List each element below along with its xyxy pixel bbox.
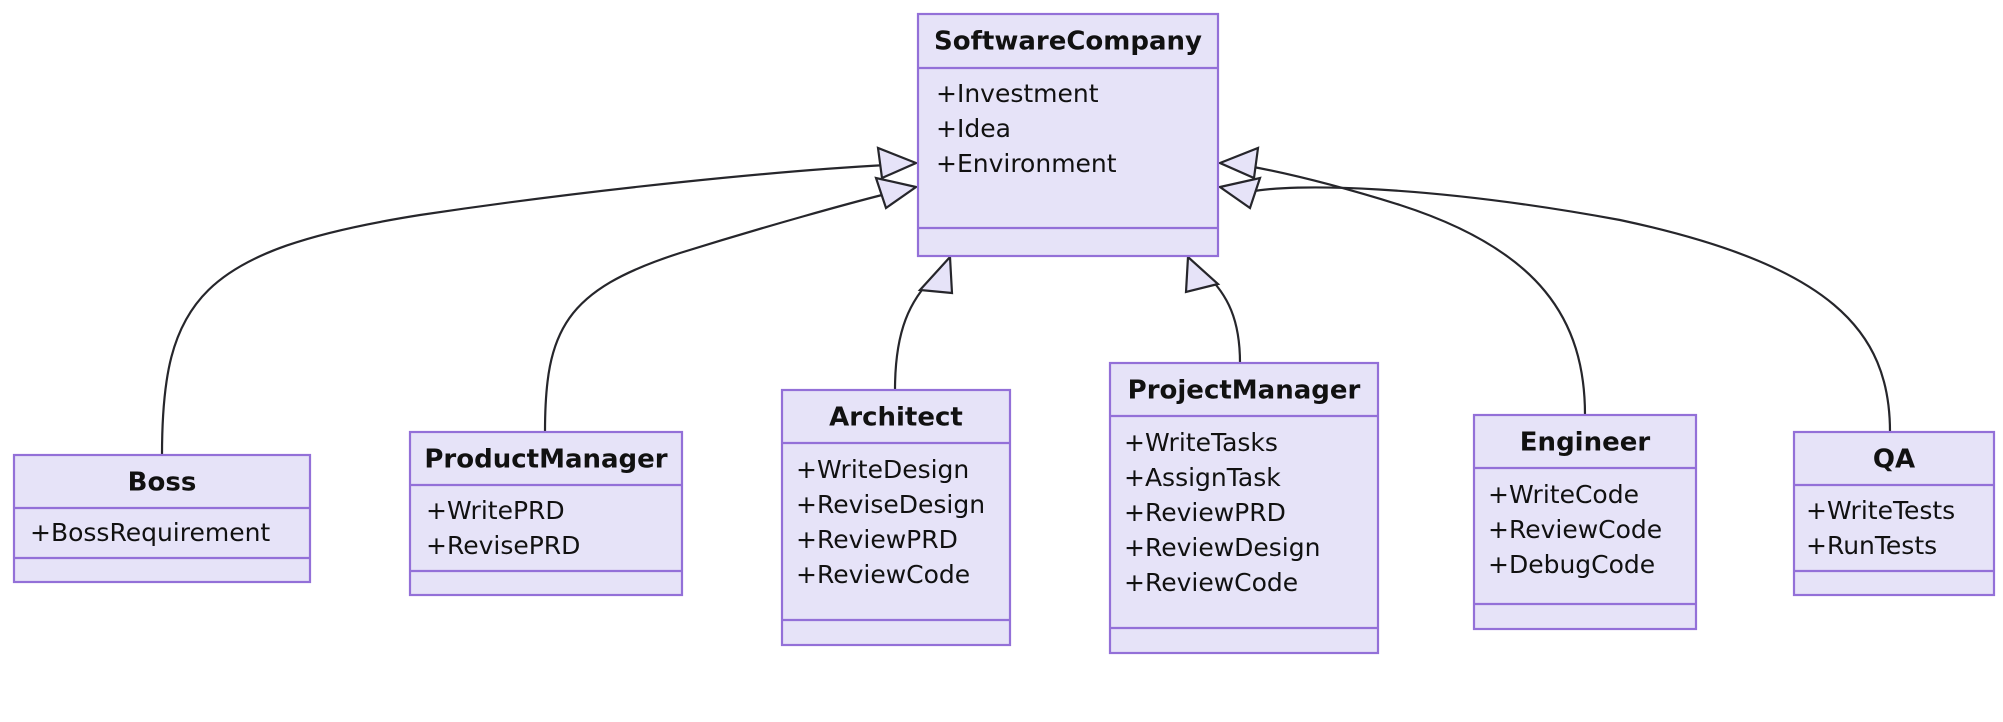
class-box-frame xyxy=(780,388,1012,647)
class-attribute: +WritePRD xyxy=(426,496,565,525)
class-box-architect[interactable]: Architect +WriteDesign +ReviseDesign +Re… xyxy=(780,388,1012,647)
edge-qa-to-software-company xyxy=(1217,176,1892,433)
class-attribute: +AssignTask xyxy=(1124,463,1281,492)
class-name-architect: Architect xyxy=(829,403,963,433)
inheritance-arrowhead-icon xyxy=(1217,146,1260,180)
class-name-boss: Boss xyxy=(128,468,197,498)
class-box-frame xyxy=(1108,361,1380,655)
class-attribute: +ReviewPRD xyxy=(1124,498,1286,527)
edge-path xyxy=(160,163,888,456)
class-box-frame xyxy=(12,453,312,584)
class-attribute: +WriteCode xyxy=(1488,480,1639,509)
class-attribute: +Investment xyxy=(936,79,1099,108)
class-name-project-manager: ProjectManager xyxy=(1128,376,1361,406)
class-box-qa[interactable]: QA +WriteTests +RunTests xyxy=(1792,430,1996,597)
inheritance-arrowhead-icon xyxy=(874,176,919,210)
class-attribute: +RunTests xyxy=(1806,531,1937,560)
edge-architect-to-software-company xyxy=(893,254,954,391)
class-name-qa: QA xyxy=(1873,445,1915,475)
inheritance-arrowhead-icon xyxy=(1184,254,1221,294)
class-attribute: +Environment xyxy=(936,149,1117,178)
edge-engineer-to-software-company xyxy=(1217,146,1587,416)
class-attribute: +WriteTasks xyxy=(1124,428,1278,457)
class-attribute: +ReviseDesign xyxy=(796,490,985,519)
class-name-product-manager: ProductManager xyxy=(424,445,667,475)
class-attribute: +ReviewCode xyxy=(796,560,970,589)
class-attribute: +ReviewCode xyxy=(1488,515,1662,544)
class-attribute: +ReviewPRD xyxy=(796,525,958,554)
class-box-product-manager[interactable]: ProductManager +WritePRD +RevisePRD xyxy=(408,430,684,597)
inheritance-arrowhead-icon xyxy=(917,254,954,295)
edge-boss-to-software-company xyxy=(160,146,919,456)
class-attribute: +BossRequirement xyxy=(30,518,270,547)
class-attribute: +ReviewDesign xyxy=(1124,533,1320,562)
class-name-software-company: SoftwareCompany xyxy=(934,27,1202,57)
class-name-engineer: Engineer xyxy=(1520,428,1651,458)
class-box-project-manager[interactable]: ProjectManager +WriteTasks +AssignTask +… xyxy=(1108,361,1380,655)
class-attribute: +DebugCode xyxy=(1488,550,1655,579)
edge-layer xyxy=(160,146,1892,456)
inheritance-arrowhead-icon xyxy=(1217,176,1262,210)
class-attribute: +RevisePRD xyxy=(426,531,580,560)
class-box-frame xyxy=(408,430,684,597)
edge-path xyxy=(1249,186,1892,433)
class-box-frame xyxy=(916,12,1220,258)
class-attribute: +WriteDesign xyxy=(796,455,969,484)
class-box-engineer[interactable]: Engineer +WriteCode +ReviewCode +DebugCo… xyxy=(1472,413,1698,631)
edge-path xyxy=(1247,164,1587,416)
edge-path xyxy=(543,192,887,433)
edge-path xyxy=(893,274,936,391)
edge-project-manager-to-software-company xyxy=(1184,254,1242,364)
class-box-frame xyxy=(1792,430,1996,597)
class-attribute: +Idea xyxy=(936,114,1011,143)
inheritance-arrowhead-icon xyxy=(876,146,919,180)
edge-product-manager-to-software-company xyxy=(543,176,919,433)
class-box-software-company[interactable]: SoftwareCompany +Investment +Idea +Envir… xyxy=(916,12,1220,258)
class-attribute: +ReviewCode xyxy=(1124,568,1298,597)
class-box-boss[interactable]: Boss +BossRequirement xyxy=(12,453,312,584)
class-box-frame xyxy=(1472,413,1698,631)
class-attribute: +WriteTests xyxy=(1806,496,1955,525)
